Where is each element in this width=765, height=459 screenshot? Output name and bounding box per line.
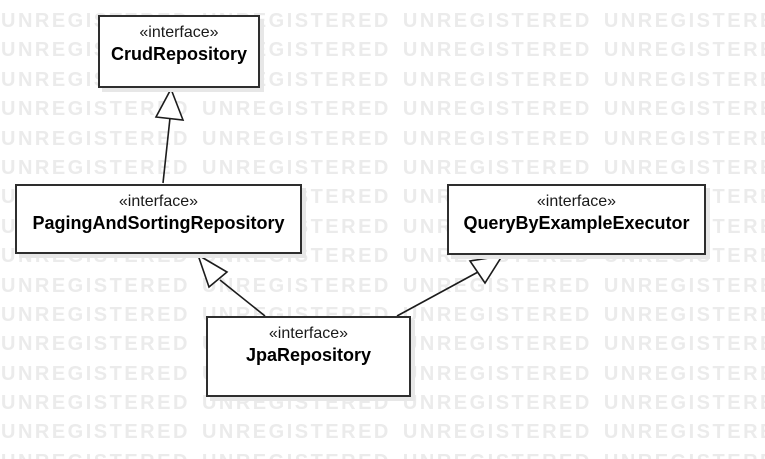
stereotype-label: «interface» — [268, 325, 349, 342]
stereotype-label: «interface» — [118, 193, 199, 210]
generalization-line — [219, 279, 266, 317]
generalization-jpa-to-paging — [196, 253, 266, 317]
interface-name: JpaRepository — [245, 345, 372, 365]
generalization-line — [396, 271, 479, 317]
uml-class-crudrepository[interactable]: «interface» CrudRepository — [98, 15, 260, 88]
generalization-triangle-icon — [196, 253, 229, 289]
interface-name: QueryByExampleExecutor — [463, 213, 690, 233]
stereotype-label: «interface» — [139, 24, 219, 41]
stereotype-label: «interface» — [536, 193, 617, 210]
generalization-triangle-icon — [468, 254, 504, 285]
generalization-paging-to-crud — [154, 87, 185, 184]
generalization-triangle-icon — [154, 87, 185, 121]
generalization-jpa-to-query — [396, 254, 504, 317]
interface-name: PagingAndSortingRepository — [32, 213, 285, 233]
generalization-line — [162, 117, 171, 184]
uml-class-pagingandsortingrepository[interactable]: «interface» PagingAndSortingRepository — [15, 184, 302, 254]
uml-class-jparepository[interactable]: «interface» JpaRepository — [206, 316, 411, 397]
interface-name: CrudRepository — [110, 44, 247, 64]
uml-class-querybyexampleexecutor[interactable]: «interface» QueryByExampleExecutor — [447, 184, 706, 255]
